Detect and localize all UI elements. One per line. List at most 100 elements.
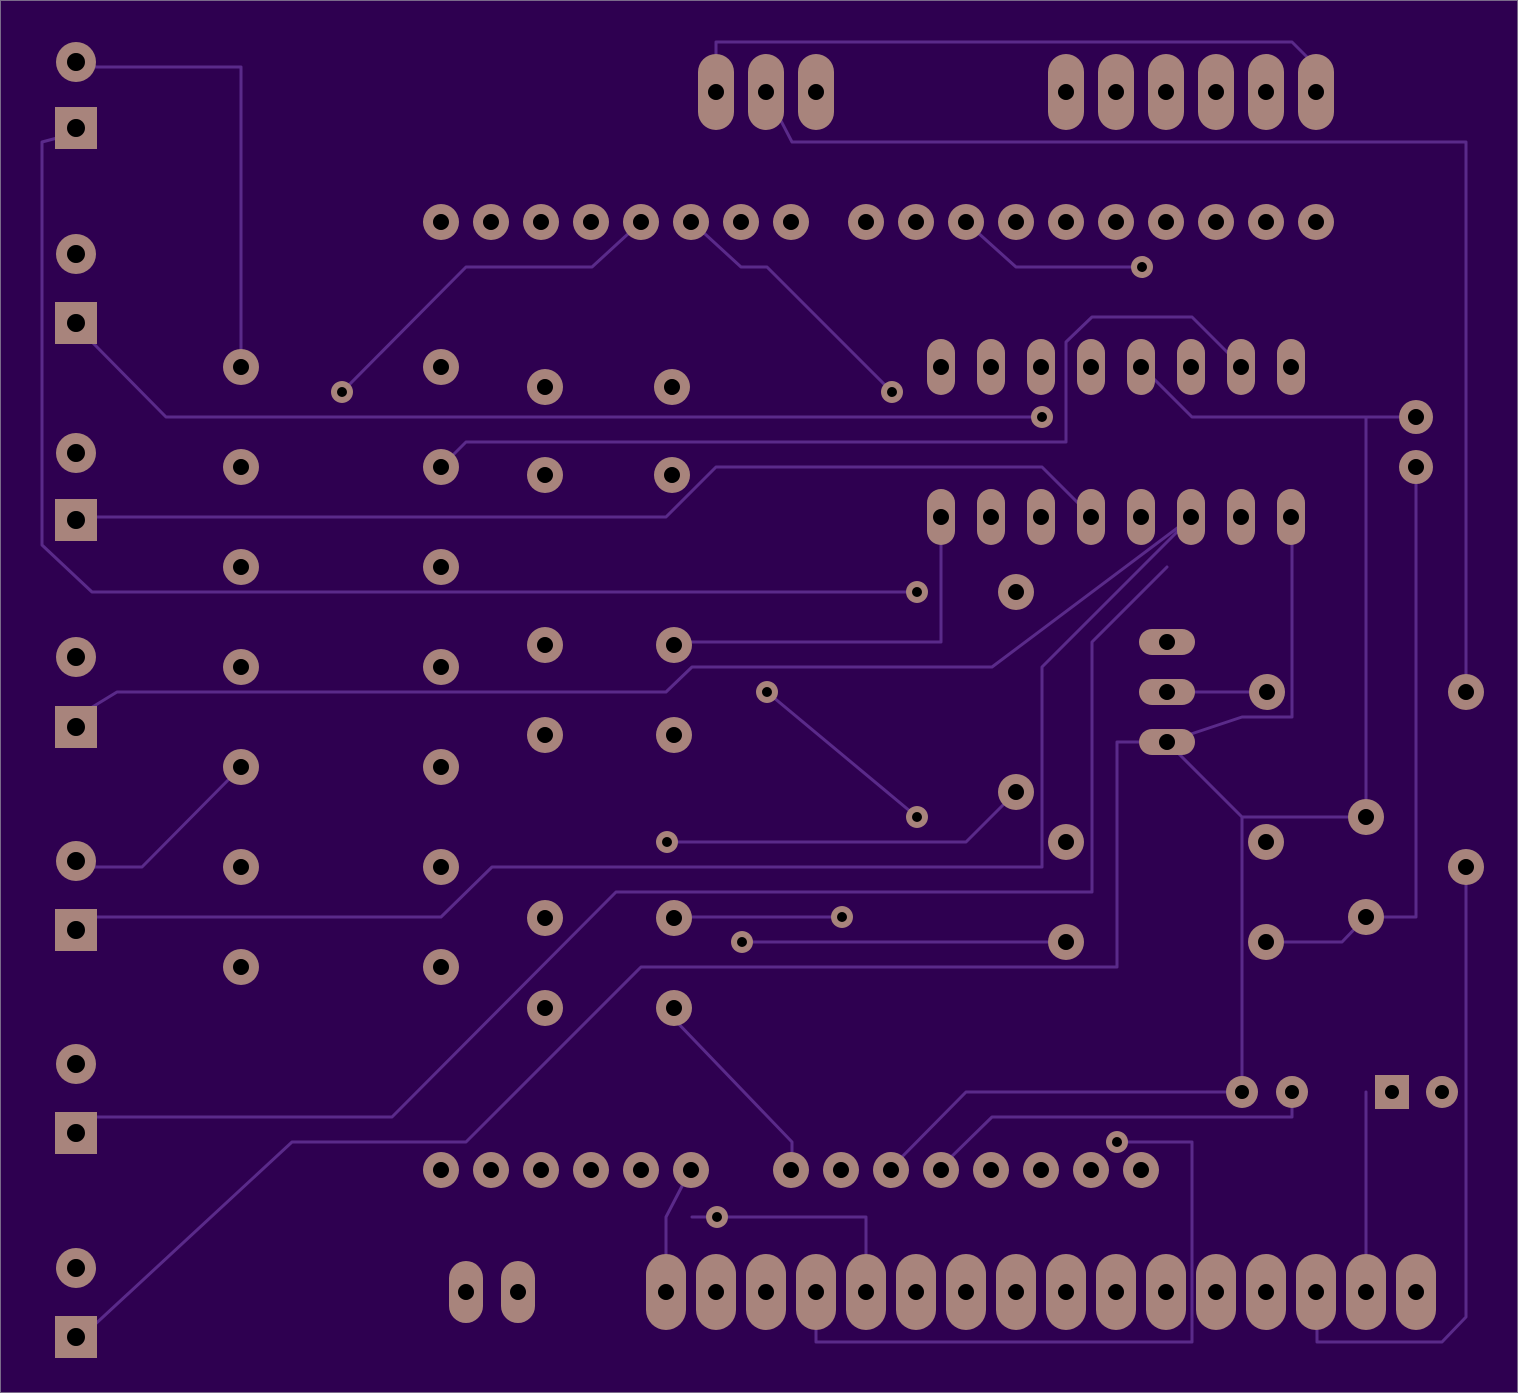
- trace: [40, 131, 919, 594]
- round-pad: [1448, 849, 1484, 885]
- square-pad: [55, 302, 97, 344]
- oval-pad: [1077, 339, 1105, 395]
- round-pad: [1399, 400, 1433, 434]
- via: [831, 906, 853, 928]
- oval-pad: [946, 1254, 986, 1330]
- trace: [964, 220, 1144, 269]
- oval-pad: [1227, 489, 1255, 545]
- oval-pad: [977, 339, 1005, 395]
- round-pad: [56, 234, 96, 274]
- round-pad: [1249, 674, 1285, 710]
- oval-pad: [1139, 629, 1195, 655]
- via: [731, 931, 753, 953]
- round-pad: [723, 204, 759, 240]
- round-pad: [1399, 450, 1433, 484]
- round-pad: [223, 549, 259, 585]
- round-pad: [56, 1044, 96, 1084]
- round-pad: [1073, 1152, 1109, 1188]
- round-pad: [673, 1152, 709, 1188]
- trace: [814, 1140, 1194, 1344]
- oval-pad: [1396, 1254, 1436, 1330]
- round-pad: [1048, 204, 1084, 240]
- round-pad: [1298, 204, 1334, 240]
- round-pad: [1348, 799, 1384, 835]
- oval-pad: [927, 339, 955, 395]
- round-pad: [773, 1152, 809, 1188]
- round-pad: [823, 1152, 859, 1188]
- trace: [74, 465, 1094, 519]
- round-pad: [923, 1152, 959, 1188]
- oval-pad: [501, 1261, 535, 1323]
- round-pad: [527, 627, 563, 663]
- round-pad: [527, 457, 563, 493]
- oval-pad: [698, 54, 734, 130]
- oval-pad: [1096, 1254, 1136, 1330]
- round-pad: [56, 841, 96, 881]
- round-pad: [527, 900, 563, 936]
- round-pad: [527, 990, 563, 1026]
- round-pad: [1048, 924, 1084, 960]
- round-pad: [473, 204, 509, 240]
- round-pad: [56, 433, 96, 473]
- trace: [74, 515, 1194, 919]
- round-pad: [223, 349, 259, 385]
- square-pad: [55, 1316, 97, 1358]
- round-pad: [527, 717, 563, 753]
- round-pad: [223, 949, 259, 985]
- oval-pad: [1248, 54, 1284, 130]
- oval-pad: [1346, 1254, 1386, 1330]
- oval-pad: [1196, 1254, 1236, 1330]
- round-pad: [423, 949, 459, 985]
- round-pad: [423, 449, 459, 485]
- round-pad: [998, 204, 1034, 240]
- round-pad: [423, 649, 459, 685]
- round-pad: [873, 1152, 909, 1188]
- round-pad: [223, 849, 259, 885]
- trace: [665, 790, 1018, 844]
- square-pad: [55, 107, 97, 149]
- round-pad: [1426, 1076, 1458, 1108]
- round-pad: [423, 749, 459, 785]
- round-pad: [1148, 204, 1184, 240]
- oval-pad: [1139, 679, 1195, 705]
- round-pad: [423, 349, 459, 385]
- oval-pad: [1246, 1254, 1286, 1330]
- via: [656, 831, 678, 853]
- round-pad: [56, 1248, 96, 1288]
- oval-pad: [646, 1254, 686, 1330]
- round-pad: [1098, 204, 1134, 240]
- round-pad: [573, 1152, 609, 1188]
- trace: [340, 220, 643, 394]
- oval-pad: [846, 1254, 886, 1330]
- round-pad: [656, 990, 692, 1026]
- round-pad: [423, 204, 459, 240]
- oval-pad: [1277, 489, 1305, 545]
- round-pad: [1048, 824, 1084, 860]
- round-pad: [223, 449, 259, 485]
- oval-pad: [1296, 1254, 1336, 1330]
- oval-pad: [1277, 339, 1305, 395]
- round-pad: [848, 204, 884, 240]
- oval-pad: [1027, 489, 1055, 545]
- oval-pad: [1177, 489, 1205, 545]
- round-pad: [1276, 1076, 1308, 1108]
- oval-pad: [796, 1254, 836, 1330]
- oval-pad: [896, 1254, 936, 1330]
- round-pad: [773, 204, 809, 240]
- round-pad: [673, 204, 709, 240]
- oval-pad: [1127, 339, 1155, 395]
- round-pad: [654, 369, 690, 405]
- oval-pad: [1077, 489, 1105, 545]
- trace: [1140, 365, 1418, 419]
- round-pad: [973, 1152, 1009, 1188]
- via: [1131, 256, 1153, 278]
- via: [331, 381, 353, 403]
- trace: [690, 220, 894, 394]
- oval-pad: [1048, 54, 1084, 130]
- round-pad: [523, 1152, 559, 1188]
- oval-pad: [1198, 54, 1234, 130]
- round-pad: [527, 369, 563, 405]
- oval-pad: [1227, 339, 1255, 395]
- oval-pad: [1146, 1254, 1186, 1330]
